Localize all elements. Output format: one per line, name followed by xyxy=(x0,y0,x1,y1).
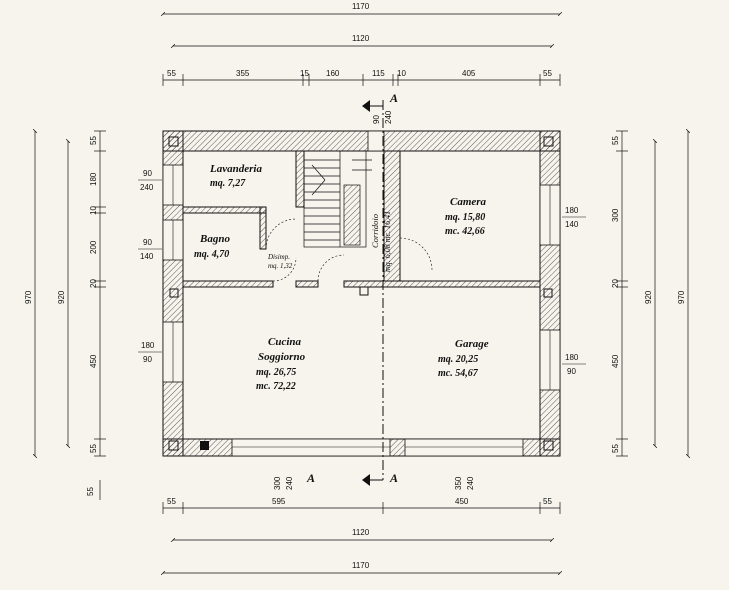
room-bagno-area: mq. 4,70 xyxy=(194,249,229,260)
opening-bottom-left-b: 240 xyxy=(285,476,294,490)
dim-top-chain-6: 405 xyxy=(462,69,476,78)
wall-corridor xyxy=(383,150,401,282)
wall-lav-bagno xyxy=(182,206,267,214)
dim-right-chain-3: 450 xyxy=(611,354,620,368)
opening-bottom-left xyxy=(231,438,391,457)
opening-top-door-b: 240 xyxy=(384,110,393,124)
opening-bottom-left-a: 300 xyxy=(273,476,282,490)
opening-bottom-right xyxy=(404,438,524,457)
opening-cucina-bottom: 90 xyxy=(143,355,152,364)
wall-top xyxy=(162,130,561,152)
dim-top-chain-1: 355 xyxy=(236,69,250,78)
opening-cucina-top: 180 xyxy=(141,341,155,350)
room-camera-name: Camera xyxy=(450,196,487,208)
dim-right-chain-1: 300 xyxy=(611,208,620,222)
opening-bottom-right-a: 350 xyxy=(454,476,463,490)
section-arrows xyxy=(362,100,383,486)
dim-right-inner: 920 xyxy=(644,290,653,304)
dim-top-inner: 1120 xyxy=(352,34,370,43)
opening-bagno-bottom: 140 xyxy=(140,252,154,261)
dim-top-overall: 1170 xyxy=(352,2,370,11)
opening-lav-top: 90 xyxy=(143,169,152,178)
column-marker xyxy=(200,441,209,450)
room-bagno-name: Bagno xyxy=(199,233,230,245)
dim-top-chain-2: 15 xyxy=(300,69,309,78)
opening-bagno-top: 90 xyxy=(143,238,152,247)
wall-mid-right xyxy=(343,280,541,288)
dim-top-chain-4: 115 xyxy=(372,69,385,78)
pillars xyxy=(168,136,554,451)
opening-bottom-right-b: 240 xyxy=(466,476,475,490)
wall-bagno-right xyxy=(259,206,267,250)
dim-top-chain-7: 55 xyxy=(543,69,552,78)
dim-bottom-chain-1: 595 xyxy=(272,497,286,506)
dim-right-chain-4: 55 xyxy=(611,444,620,453)
dim-left-chain-0: 55 xyxy=(89,136,98,145)
room-cucina-name: Cucina xyxy=(268,336,302,348)
dim-top-chain-0: 55 xyxy=(167,69,176,78)
room-camera-area: mq. 15,80 xyxy=(445,212,485,223)
dim-bottom-inner: 1120 xyxy=(352,528,370,537)
room-camera-volume: mc. 42,66 xyxy=(445,226,485,237)
wall-lav-right xyxy=(295,150,305,208)
room-disimpegno-name: Disimp. xyxy=(267,253,290,261)
room-cucina-volume: mc. 72,22 xyxy=(256,381,296,392)
room-cucina-name2: Soggiorno xyxy=(258,351,306,363)
room-garage-name: Garage xyxy=(455,338,489,350)
room-corridoio-name: Corridoio xyxy=(370,214,380,248)
opening-lav-bottom: 240 xyxy=(140,183,154,192)
dimension-numbers: 1170 1120 55 355 15 160 115 10 405 55 55… xyxy=(24,2,686,570)
dim-top-chain-5: 10 xyxy=(397,69,406,78)
dim-bottom-chain-2: 450 xyxy=(455,497,469,506)
dim-bottom-chain-3: 55 xyxy=(543,497,552,506)
section-mark-bottom-right: A xyxy=(389,471,398,485)
room-corridoio-area: mq. 6,08 mc. 16,41 xyxy=(383,211,392,272)
section-marks: A A A xyxy=(306,91,398,485)
dim-left-chain-6: 55 xyxy=(89,444,98,453)
door-swings xyxy=(265,218,433,282)
opening-top-door xyxy=(367,130,385,152)
dim-left-chain-5: 450 xyxy=(89,354,98,368)
room-lavanderia-area: mq. 7,27 xyxy=(210,178,246,189)
room-disimpegno-area: mq. 1,32 xyxy=(268,262,293,270)
opening-top-door-a: 90 xyxy=(372,115,381,124)
opening-camera-bottom: 140 xyxy=(565,220,579,229)
room-labels: Lavanderia mq. 7,27 Bagno mq. 4,70 Disim… xyxy=(194,163,489,392)
dim-right-overall: 970 xyxy=(677,290,686,304)
opening-dims: 90 240 90 140 180 90 180 140 180 90 300 … xyxy=(138,110,586,490)
dim-right-chain-0: 55 xyxy=(611,136,620,145)
opening-garage-top: 180 xyxy=(565,353,579,362)
windows xyxy=(162,130,561,457)
dimension-lines xyxy=(35,14,688,573)
dim-left-chain-3: 200 xyxy=(89,240,98,254)
dim-left-chain-2: 10 xyxy=(89,206,98,215)
section-mark-top: A xyxy=(389,91,398,105)
wall-right xyxy=(539,130,561,457)
section-mark-bottom-left: A xyxy=(306,471,315,485)
staircase xyxy=(303,150,372,248)
dim-top-chain-3: 160 xyxy=(326,69,340,78)
room-garage-area: mq. 20,25 xyxy=(438,354,478,365)
wall-mid-left xyxy=(182,280,274,288)
opening-garage-bottom: 90 xyxy=(567,367,576,376)
dim-left-chain-1: 180 xyxy=(89,172,98,186)
dim-bottom-side: 55 xyxy=(86,487,95,496)
dim-left-overall: 970 xyxy=(24,290,33,304)
room-lavanderia-name: Lavanderia xyxy=(209,163,262,175)
dim-bottom-overall: 1170 xyxy=(352,561,370,570)
wall-mid-center xyxy=(295,280,319,288)
dim-left-chain-4: 20 xyxy=(89,279,98,288)
opening-camera-top: 180 xyxy=(565,206,579,215)
dim-bottom-chain-0: 55 xyxy=(167,497,176,506)
room-garage-volume: mc. 54,67 xyxy=(438,368,479,379)
dim-right-chain-2: 20 xyxy=(611,279,620,288)
dim-left-inner: 920 xyxy=(57,290,66,304)
room-cucina-area: mq. 26,75 xyxy=(256,367,296,378)
